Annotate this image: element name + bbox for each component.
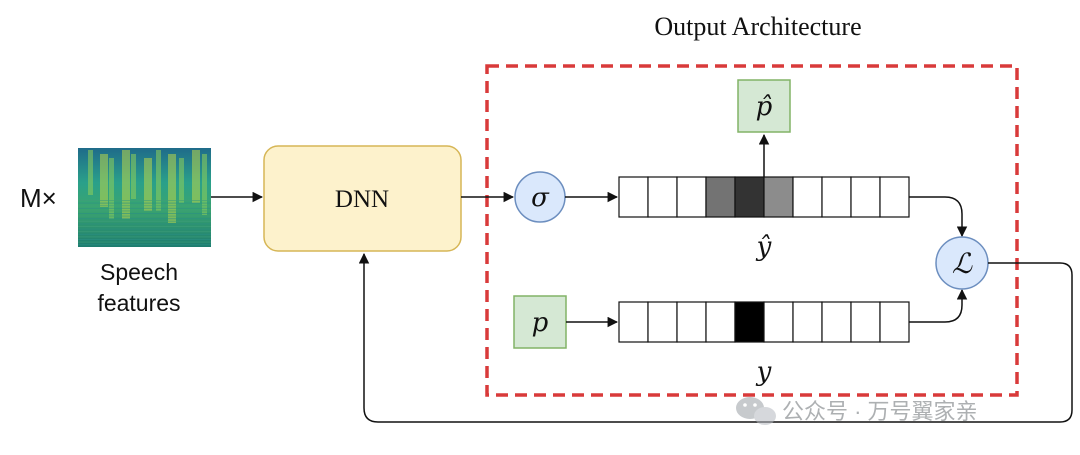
y-cell [676,301,707,343]
y-cell [792,301,823,343]
y-hat-cell [734,176,765,218]
speech-caption-line2: features [97,290,180,316]
y-hat-cell [763,176,794,218]
y-hat-cell [850,176,881,218]
output-architecture-title: Output Architecture [654,12,861,41]
arrow-y-to-loss [909,288,968,323]
y-cell [647,301,678,343]
p-hat-box [737,79,791,133]
y-hat-vector [618,176,910,218]
loss-label: ℒ [952,247,973,280]
p-hat-label: p̂ [756,92,773,122]
y-cell [821,301,852,343]
y-hat-label: ŷ [756,232,772,262]
p-label: p [532,308,549,338]
speech-features-image [78,148,211,247]
y-cell [734,301,765,343]
sigma-label: σ [531,183,550,213]
watermark: 公众号 · 万号翼家亲 [736,397,978,425]
y-cell [763,301,794,343]
y-cell [705,301,736,343]
arrow-loss-to-dnn-feedback [358,252,1073,423]
y-cell [618,301,649,343]
p-box [513,295,567,349]
arrow-yhat-to-loss [909,196,968,238]
y-hat-cell [647,176,678,218]
y-hat-cell [879,176,910,218]
y-label: y [756,357,772,387]
wechat-icon [736,397,776,425]
multiplier-label: M× [20,183,57,213]
y-hat-cell [792,176,823,218]
y-cell [879,301,910,343]
dnn-box [263,145,462,252]
speech-caption-line1: Speech [100,259,178,285]
y-vector [618,301,910,343]
watermark-text: 公众号 · 万号翼家亲 [782,399,978,424]
y-hat-cell [676,176,707,218]
output-architecture-region [485,64,1019,397]
dnn-label: DNN [335,186,389,213]
y-hat-cell [618,176,649,218]
y-cell [850,301,881,343]
y-hat-cell [821,176,852,218]
y-hat-cell [705,176,736,218]
